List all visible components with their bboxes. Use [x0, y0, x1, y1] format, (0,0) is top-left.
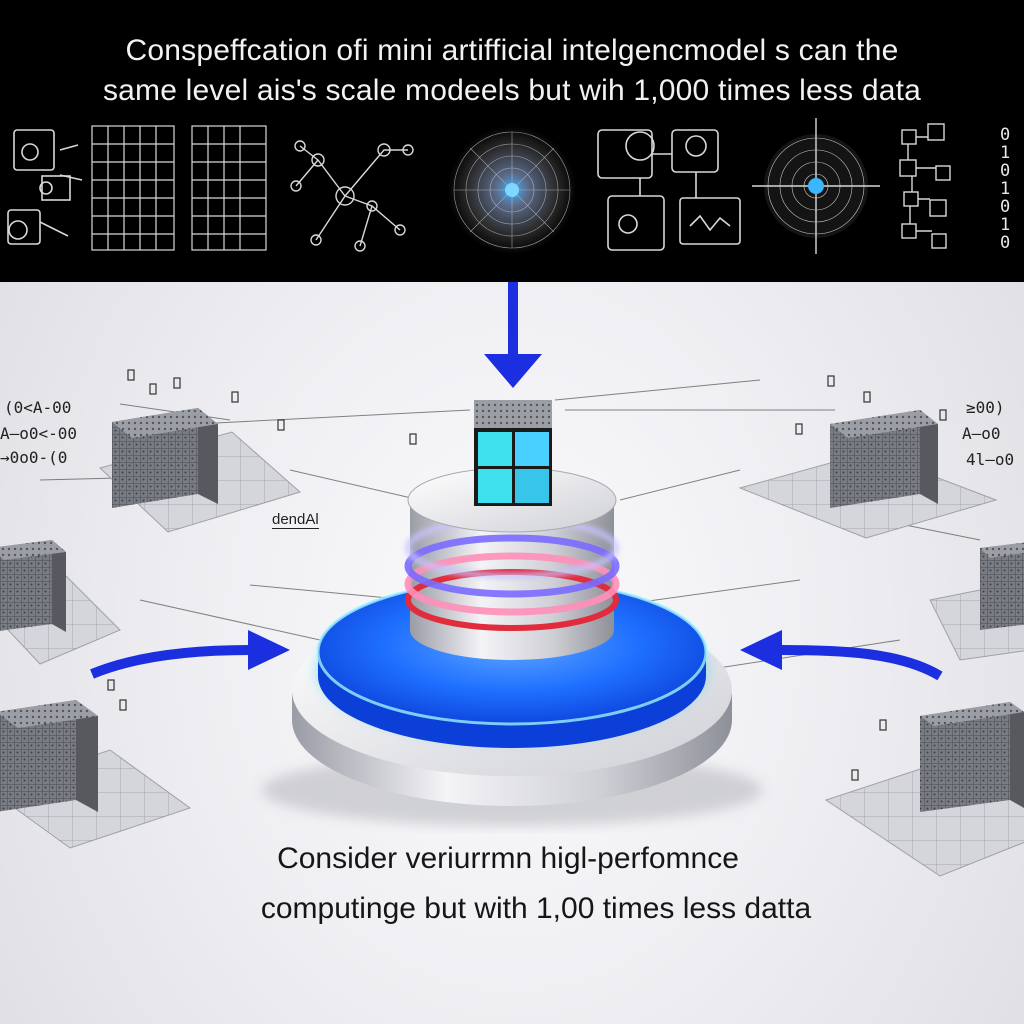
- arrow-down: [484, 282, 542, 388]
- grid-icon: [91, 125, 267, 251]
- binary-digit: 0: [1000, 125, 1011, 145]
- binary-column: 0 1 0 1 0 1 0: [1000, 126, 1020, 252]
- cube-bottom-right: [824, 702, 1024, 877]
- neural-sphere-icon: [448, 126, 576, 254]
- code-fragment: 4l—o0: [966, 450, 1015, 469]
- cube-top-right: [738, 410, 998, 539]
- binary-digit: 0: [1000, 197, 1011, 217]
- network-icon: [7, 129, 83, 245]
- binary-digit: 1: [1000, 179, 1011, 199]
- headline-line-1: Conspeffcation ofi mini artifficial inte…: [125, 34, 899, 67]
- headline-line-2: same level ais's scale modeels but wih 1…: [102, 74, 922, 107]
- arrow-left-right-side: [740, 630, 943, 681]
- cube-mid-right: [929, 542, 1024, 661]
- code-fragment: →0o0-(0: [0, 448, 68, 467]
- binary-digit: 1: [1000, 143, 1011, 163]
- flowchart-icon: [899, 123, 951, 249]
- cube-bottom-left: [0, 700, 192, 849]
- caption-line-2: computinge but with 1,00 times less datt…: [260, 892, 812, 925]
- code-fragment: ≥00): [966, 398, 1005, 417]
- caption-line-1: Consider veriurrmn higl-perfomnce: [277, 842, 739, 875]
- binary-digit: 0: [1000, 233, 1011, 253]
- graph-icon: [290, 140, 414, 252]
- code-fragment: A—o0<-00: [0, 424, 78, 443]
- binary-digit: 0: [1000, 161, 1011, 181]
- arrow-right-left-side: [90, 630, 290, 679]
- glowing-cube: [474, 400, 552, 506]
- brand-label: dendAl: [272, 511, 319, 529]
- cube-mid-left: [0, 540, 121, 665]
- circuit-icon: [597, 129, 741, 251]
- binary-digit: 1: [1000, 215, 1011, 235]
- code-fragment: A—o0: [962, 424, 1001, 443]
- central-pedestal: [262, 467, 762, 826]
- code-fragment: (0<A-00: [4, 398, 72, 417]
- scatter-marks: [107, 369, 947, 781]
- cube-top-left: [99, 408, 302, 533]
- target-sphere-icon: [752, 118, 880, 254]
